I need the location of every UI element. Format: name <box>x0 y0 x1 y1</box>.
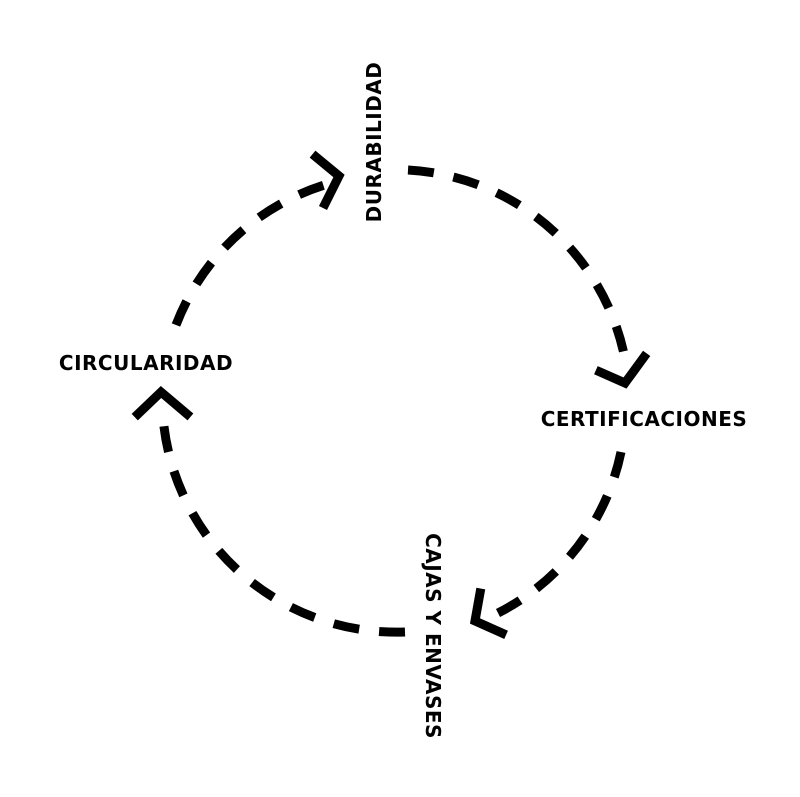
arrow-head-icon <box>469 587 508 639</box>
arrow-head-icon <box>131 385 194 421</box>
arc-durabilidad-to-certificaciones <box>407 165 629 355</box>
stage-label-circularidad: CIRCULARIDAD <box>59 351 233 375</box>
arrow-head-icon <box>309 150 345 211</box>
arc-cajas-to-circularidad <box>158 416 406 637</box>
stage-label-certificaciones: CERTIFICACIONES <box>541 407 748 431</box>
stage-label-durabilidad: DURABILIDAD <box>362 62 386 223</box>
arc-certificaciones-to-cajas <box>495 451 626 618</box>
stage-label-cajas-y-envases: CAJAS Y ENVASES <box>421 533 445 739</box>
arc-circularidad-to-durabilidad <box>171 178 333 327</box>
arrow-head-icon <box>594 350 651 389</box>
